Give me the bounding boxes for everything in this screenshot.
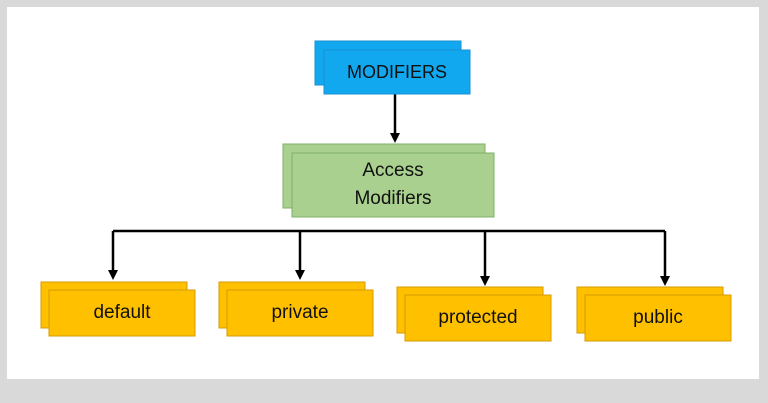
access-node — [282, 143, 495, 218]
leaf-default-label: default — [93, 302, 151, 323]
leaf-private-node — [218, 281, 374, 337]
access-node-label-line1: Access — [362, 160, 424, 181]
root-node-front — [323, 49, 471, 95]
access-node-label: Access Modifiers — [292, 153, 494, 217]
leaf-public-node — [576, 286, 732, 342]
root-node-label: MODIFIERS — [346, 62, 447, 82]
access-node-label-line2: Modifiers — [354, 188, 432, 209]
leaf-private-label: private — [271, 302, 329, 323]
diagram-canvas — [40, 40, 732, 342]
diagram-frame: MODIFIERS Access Modifiers default priva… — [7, 7, 759, 379]
leaf-public-label: public — [633, 307, 683, 328]
leaf-protected-label: protected — [438, 307, 518, 328]
root-node — [314, 40, 471, 95]
leaf-protected-node — [396, 286, 552, 342]
leaf-default-node — [40, 281, 196, 337]
connectors — [108, 91, 670, 286]
access-node-front — [291, 152, 495, 218]
